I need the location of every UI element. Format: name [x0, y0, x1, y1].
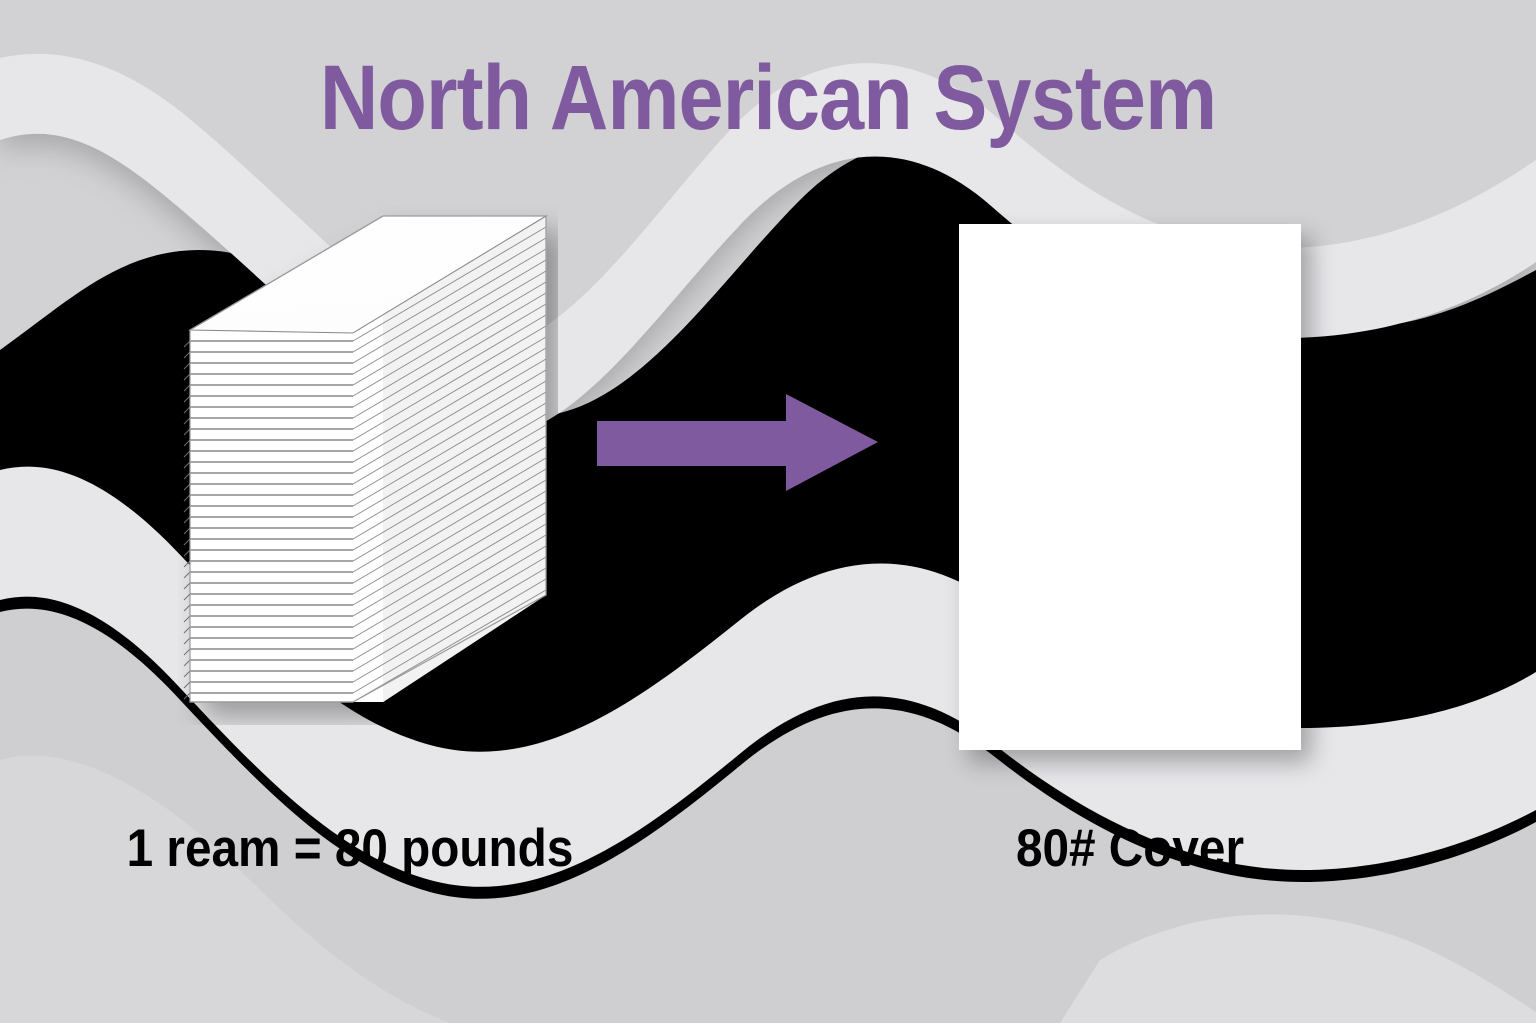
right-arrow-svg [597, 394, 878, 491]
paper-ream-stack-icon [178, 205, 558, 725]
page-title: North American System [319, 47, 1217, 149]
right-caption: 80# Cover [1015, 819, 1245, 878]
right-arrow-icon [594, 388, 884, 498]
left-caption: 1 ream = 80 pounds [126, 819, 574, 878]
single-cover-sheet-icon [959, 224, 1301, 750]
paper-ream-stack-svg [183, 215, 548, 703]
